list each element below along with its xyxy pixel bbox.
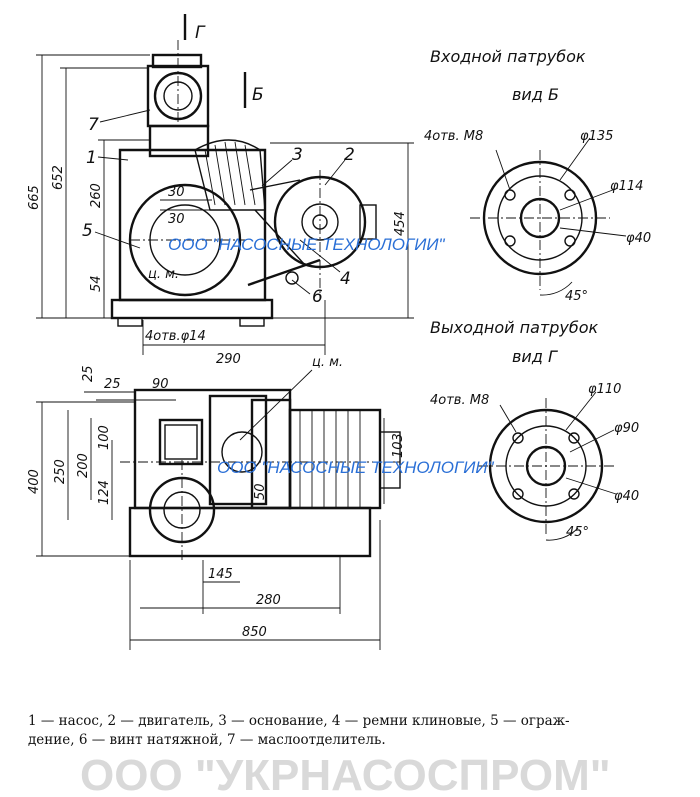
callout-5: 5 xyxy=(82,221,93,241)
view-b-angle: 45° xyxy=(565,289,588,304)
view-b-holes-label: 4отв. М8 xyxy=(424,129,483,144)
view-g-header: Выходной патрубок xyxy=(430,318,599,337)
dim-200: 200 xyxy=(76,453,91,478)
dim-145: 145 xyxy=(208,567,233,582)
view-b-header: Входной патрубок xyxy=(430,47,586,66)
callout-2: 2 xyxy=(344,145,355,165)
section-g-mark: Г xyxy=(195,23,206,43)
callout-1: 1 xyxy=(86,148,97,168)
dim-665: 665 xyxy=(27,185,42,210)
dim-25-vertical: 25 xyxy=(81,365,96,382)
view-g-d40: φ40 xyxy=(614,489,639,504)
view-g-angle: 45° xyxy=(566,525,589,540)
dim-850: 850 xyxy=(242,625,267,640)
dim-25-horizontal: 25 xyxy=(104,377,121,392)
view-g-d110: φ110 xyxy=(588,382,621,397)
dim-124: 124 xyxy=(97,480,112,505)
view-g-flange xyxy=(478,391,617,541)
view-g-name: вид Г xyxy=(512,347,558,366)
dim-454: 454 xyxy=(393,211,408,236)
section-b-mark: Б xyxy=(252,85,264,105)
front-view xyxy=(36,14,414,355)
view-b-name: вид Б xyxy=(512,85,559,104)
callout-6: 6 xyxy=(312,287,323,307)
dim-90: 90 xyxy=(152,377,169,392)
callout-3: 3 xyxy=(292,145,303,165)
view-b-d114: φ114 xyxy=(610,179,643,194)
dim-103: 103 xyxy=(391,433,406,458)
legend-line-1: 1 — насос, 2 — двигатель, 3 — основание,… xyxy=(28,713,570,729)
dim-30b: 30 xyxy=(168,212,185,227)
dim-260: 260 xyxy=(89,183,104,208)
view-b-d135: φ135 xyxy=(580,129,613,144)
view-b-flange xyxy=(470,137,627,296)
dim-290: 290 xyxy=(216,352,241,367)
dim-30a: 30 xyxy=(168,185,185,200)
view-b-d40: φ40 xyxy=(626,231,651,246)
view-g-d90: φ90 xyxy=(614,421,639,436)
view-g-holes-label: 4отв. М8 xyxy=(430,393,489,408)
dim-100: 100 xyxy=(97,425,112,450)
dim-280: 280 xyxy=(256,593,281,608)
dim-250: 250 xyxy=(53,459,68,484)
callout-4: 4 xyxy=(340,269,351,289)
watermark-middle: ООО "НАСОСНЫЕ ТЕХНОЛОГИИ" xyxy=(217,458,495,477)
top-view xyxy=(36,369,401,650)
dim-652: 652 xyxy=(51,165,66,190)
dim-400: 400 xyxy=(27,469,42,494)
dim-54: 54 xyxy=(89,275,104,292)
legend-caption: 1 — насос, 2 — двигатель, 3 — основание,… xyxy=(28,712,678,750)
centre-mass-front: ц. м. xyxy=(148,267,179,282)
watermark-bottom: ООО "УКРНАСОСПРОМ" xyxy=(80,751,611,797)
watermark-top: ООО "НАСОСНЫЕ ТЕХНОЛОГИИ" xyxy=(168,235,446,254)
legend-line-2: дение, 6 — винт натяжной, 7 — маслоотдел… xyxy=(28,732,386,748)
base-holes-label: 4отв.φ14 xyxy=(145,329,206,344)
centre-mass-top: ц. м. xyxy=(312,355,343,370)
dim-50: 50 xyxy=(253,483,268,500)
callout-7: 7 xyxy=(88,115,99,135)
